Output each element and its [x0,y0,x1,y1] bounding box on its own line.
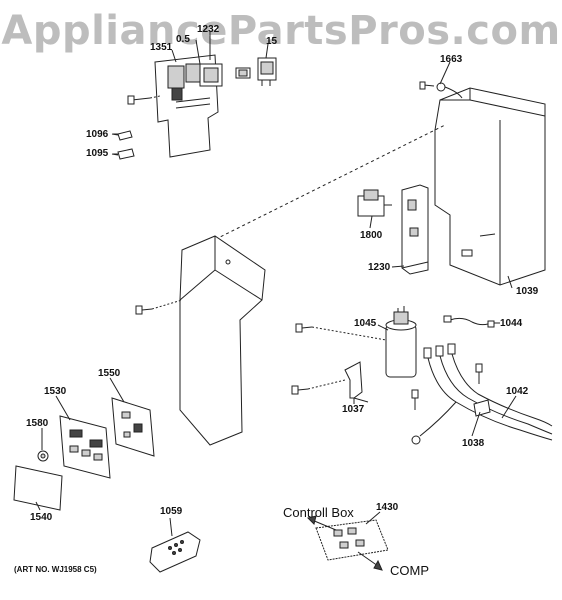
clip-1095 [111,148,135,160]
part-label-1045: 1045 [354,318,377,329]
screw-board [127,95,161,105]
screw-cover [135,299,183,315]
label-sticker-1430 [315,519,389,561]
part-label-1042: 1042 [506,386,529,397]
part-label-1230: 1230 [368,262,391,273]
part-label-1039: 1039 [516,286,539,297]
part-label-1540: 1540 [30,512,53,523]
display-board-1550 [111,397,155,457]
remote-1059 [149,531,201,573]
clip-1096 [111,130,133,141]
art-number: (ART NO. WJ1958 C5) [14,565,97,574]
wire-harness-1042 [411,343,553,445]
arrow-control-box [307,515,337,531]
bracket-1230 [401,184,429,275]
part-label-1580: 1580 [26,418,49,429]
part-label-1037: 1037 [342,404,365,415]
part-label-15: 15 [266,36,278,47]
transformer-1800 [357,189,392,217]
cover-panel [179,235,266,446]
part-label-1044: 1044 [500,318,523,329]
part-label-0-5: 0.5 [176,34,190,45]
control-box-housing-1039 [434,87,546,286]
control-box-annotation: Controll Box [283,505,354,520]
screw-capacitor [295,323,387,341]
part-label-1800: 1800 [360,230,383,241]
part-label-1351: 1351 [150,42,173,53]
watermark: AppliancePartsPros.com [1,8,561,54]
relay-15 [257,57,277,86]
part-label-1430: 1430 [376,502,399,513]
bracket-1037 [344,361,369,403]
small-connector [235,67,251,79]
part-label-1095: 1095 [86,148,109,159]
arrow-comp [357,551,383,571]
filter-1540 [13,465,63,511]
comp-annotation: COMP [390,563,429,578]
leader-lines [35,32,517,537]
control-panel-1530 [59,415,111,479]
part-label-1663: 1663 [440,54,463,65]
part-label-1038: 1038 [462,438,485,449]
part-label-1059: 1059 [160,506,183,517]
part-label-1232: 1232 [197,24,220,35]
part-label-1530: 1530 [44,386,67,397]
part-label-1550: 1550 [98,368,121,379]
control-board [154,54,223,158]
screw-1038 [475,363,483,384]
part-label-1096: 1096 [86,129,109,140]
wire-1044 [443,315,495,328]
capacitor-1045 [385,306,417,378]
screw-bracket [291,379,346,395]
knob-1580 [37,450,49,462]
screw-harness [411,389,419,410]
